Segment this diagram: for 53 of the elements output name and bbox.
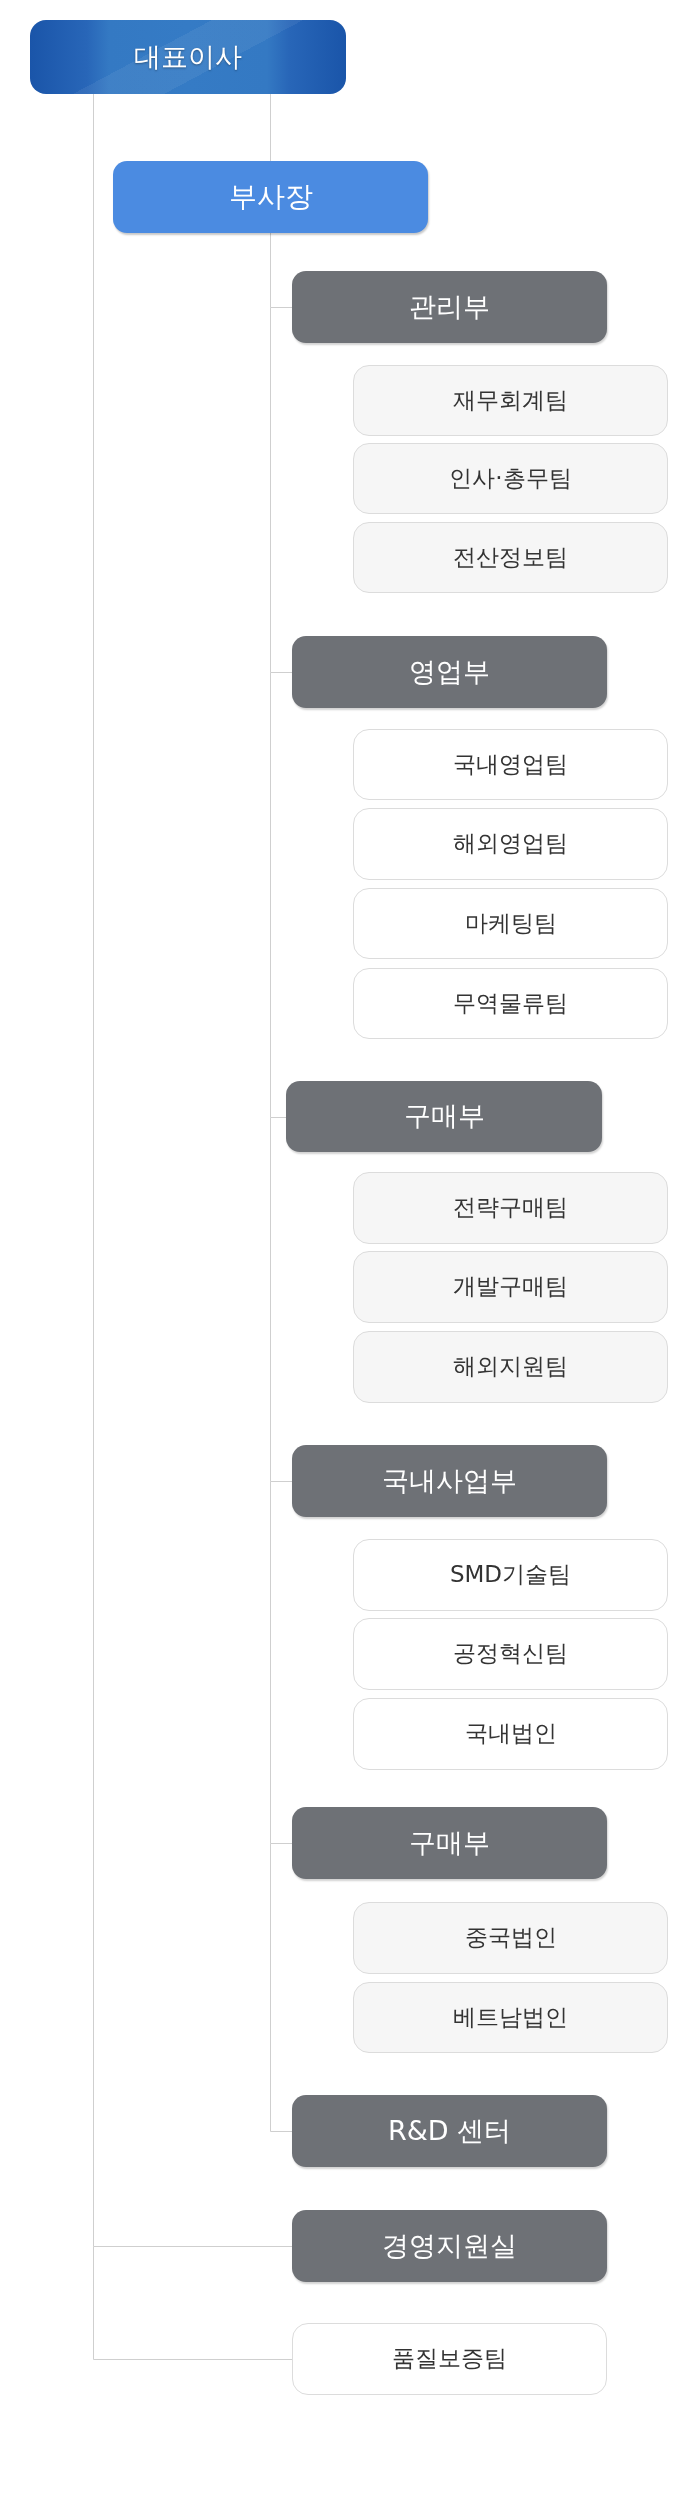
department-box	[292, 1807, 607, 1879]
team-name: 전략구매팀	[453, 1194, 568, 1222]
team-name: 공정혁신팀	[453, 1640, 568, 1668]
team-box	[353, 522, 668, 593]
team-name: 베트남법인	[453, 2003, 568, 2032]
team-box	[353, 365, 668, 436]
department-box	[292, 2210, 607, 2282]
team-box	[353, 888, 668, 959]
department-name: 영업부	[409, 655, 490, 689]
team-name: 인사·총무팀	[449, 464, 572, 493]
connector-line	[270, 232, 293, 2132]
team-name: 재무회계팀	[453, 386, 568, 415]
team-name: 해외영업팀	[453, 830, 568, 858]
team-box	[353, 1982, 668, 2053]
department-name: 구매부	[409, 1826, 490, 1860]
team-name: 중국법인	[464, 1924, 557, 1952]
team-name: 전산정보팀	[453, 543, 568, 572]
department-box	[292, 271, 607, 343]
team-name: 개발구매팀	[453, 1273, 568, 1301]
team-box	[292, 2323, 607, 2395]
team-box	[353, 1698, 668, 1770]
team-box	[353, 729, 668, 800]
team-box	[353, 1331, 668, 1403]
team-name: 국내영업팀	[453, 750, 568, 779]
team-box	[353, 1618, 668, 1690]
team-box	[353, 968, 668, 1039]
team-box	[353, 1539, 668, 1611]
department-name: 경영지원실	[382, 2229, 517, 2263]
executive-title: 부사장	[228, 180, 313, 214]
team-box	[353, 1902, 668, 1974]
team-box	[353, 443, 668, 514]
team-name: SMD기술팀	[449, 1561, 572, 1589]
team-name: 마케팅팀	[464, 909, 557, 938]
department-box	[292, 636, 607, 708]
executive-box	[30, 20, 346, 94]
team-name: 품질보증팀	[392, 2345, 507, 2373]
connector-line	[270, 93, 271, 162]
department-name: 구매부	[403, 1100, 485, 1133]
team-name: 국내법인	[464, 1720, 557, 1748]
team-box	[353, 1172, 668, 1244]
department-name: 국내사업부	[382, 1464, 517, 1498]
department-name: R&D 센터	[387, 2114, 512, 2148]
executive-box	[113, 161, 428, 233]
team-name: 해외지원팀	[453, 1353, 568, 1381]
department-box	[292, 2095, 607, 2167]
department-name: 관리부	[409, 290, 490, 324]
executive-title: 대표이사	[134, 40, 242, 74]
team-box	[353, 808, 668, 880]
connector-line	[93, 93, 293, 2360]
department-box	[286, 1081, 602, 1152]
team-name: 무역물류팀	[453, 989, 568, 1018]
team-box	[353, 1251, 668, 1323]
department-box	[292, 1445, 607, 1517]
